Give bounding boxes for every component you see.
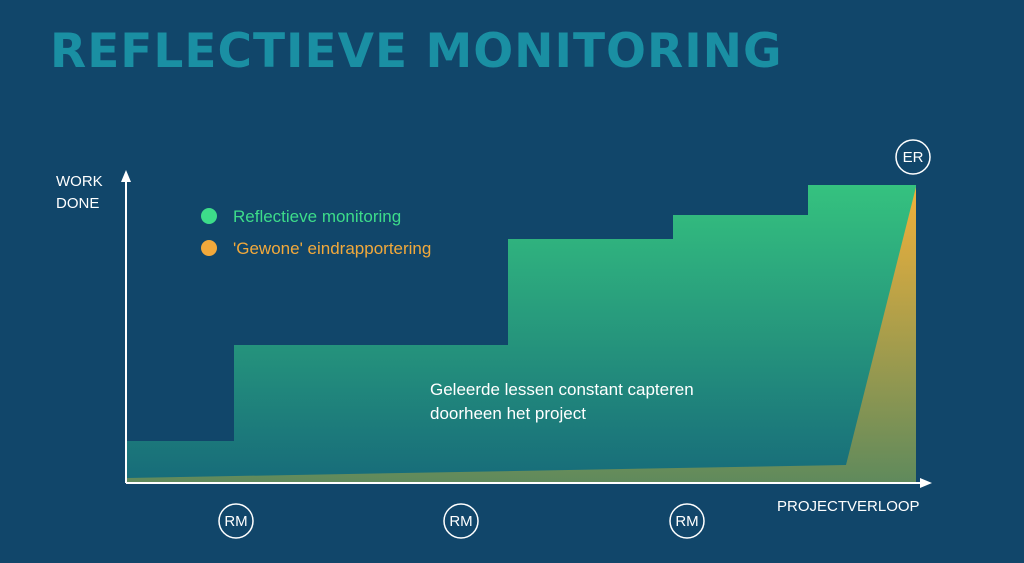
y-axis-label-line2: DONE xyxy=(56,195,99,212)
legend-dot-orange xyxy=(201,240,217,256)
svg-text:RM: RM xyxy=(224,513,247,530)
x-axis-arrow xyxy=(920,478,932,488)
x-axis-label: PROJECTVERLOOP xyxy=(777,498,920,515)
y-axis-label-line1: WORK xyxy=(56,173,103,190)
svg-text:RM: RM xyxy=(449,513,472,530)
legend-dot-green xyxy=(201,208,217,224)
legend-label-eindrapportering: 'Gewone' eindrapportering xyxy=(233,239,431,258)
annotation-line1: Geleerde lessen constant capteren xyxy=(430,380,694,399)
milestone-rm-1: RM xyxy=(218,503,254,539)
page-title: REFLECTIEVE MONITORING xyxy=(50,24,783,79)
reflectieve-monitoring-area xyxy=(126,185,916,483)
svg-text:RM: RM xyxy=(675,513,698,530)
milestone-rm-2: RM xyxy=(443,503,479,539)
legend-label-reflectieve: Reflectieve monitoring xyxy=(233,207,401,226)
svg-text:ER: ER xyxy=(903,149,924,166)
y-axis-arrow xyxy=(121,170,131,182)
milestone-er: ER xyxy=(895,139,931,175)
annotation-line2: doorheen het project xyxy=(430,404,586,423)
milestone-rm-3: RM xyxy=(669,503,705,539)
